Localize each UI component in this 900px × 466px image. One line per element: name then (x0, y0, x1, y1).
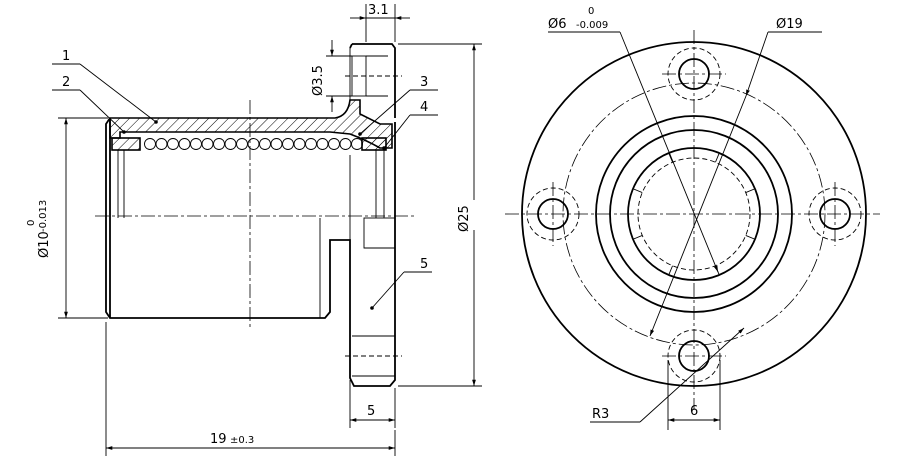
side-section-view: 1 2 3 4 5 3.1 Ø3.5 (26, 3, 482, 456)
dim-bore-dia (58, 117, 108, 319)
shaft-hidden-circle (637, 157, 751, 271)
flange-outer-circle (521, 41, 867, 387)
ball (328, 138, 340, 150)
dim-bore-dia-text: Ø10 0 -0.013 (26, 200, 52, 258)
dim-bore-tol-lower: -0.013 (38, 200, 49, 232)
dim-flange-thk-label: 5 (367, 404, 375, 419)
dim-pcd-label: Ø19 (776, 17, 803, 32)
ball (351, 138, 363, 150)
retainer-tick (745, 188, 756, 193)
front-view: Ø6 0 -0.009 Ø19 R3 6 (505, 6, 880, 430)
seal-left-hatch (111, 137, 141, 151)
ball (155, 138, 168, 150)
ball (270, 138, 283, 150)
retainer-ticks (632, 152, 756, 276)
dim-radius-leader (590, 327, 745, 423)
part-label-3: 3 (420, 75, 428, 90)
dim-pcd-leader (649, 31, 822, 337)
dim-length-main: 19 (210, 432, 227, 447)
pcd-circle (562, 82, 826, 346)
dim-shaft-main: Ø6 (548, 17, 567, 32)
dim-slot-width-label: 6 (690, 404, 698, 419)
part-label-5: 5 (420, 257, 428, 272)
part-label-2: 2 (62, 75, 70, 90)
part-label-1: 1 (62, 49, 70, 64)
ball (259, 138, 271, 150)
part-leaders (52, 63, 438, 310)
dim-flange-od (398, 43, 482, 387)
bore-circle (627, 147, 761, 281)
dim-hole-dia-label: Ø3.5 (311, 65, 326, 96)
ball (293, 138, 306, 150)
mount-holes (526, 47, 862, 383)
dim-bore-tol-upper: 0 (26, 220, 37, 226)
ball (236, 138, 248, 150)
retainer-tick (632, 188, 643, 193)
shell-hatch (109, 99, 393, 149)
body-outline (105, 117, 396, 387)
ball (190, 138, 202, 150)
ball (224, 138, 237, 150)
dim-shaft-leader (548, 31, 719, 273)
dim-shaft-tol-upper: 0 (588, 6, 594, 17)
part-label-4: 4 (420, 100, 428, 115)
flange-section (345, 43, 402, 377)
body-inner-circle (609, 129, 779, 299)
dim-slot-width (667, 360, 721, 430)
dim-bore-main: Ø10 (37, 231, 52, 258)
ball (282, 138, 294, 150)
ball (201, 138, 214, 150)
retainer-tick (668, 152, 673, 163)
dim-shaft-tol-lower: -0.009 (576, 20, 608, 31)
dim-flange-width (350, 4, 410, 42)
dim-flange-thk (349, 380, 396, 428)
ball (213, 138, 225, 150)
ball (305, 138, 317, 150)
retainer-tick (632, 235, 643, 240)
ball (316, 138, 329, 150)
dim-flange-width-label: 3.1 (368, 3, 389, 18)
retainer-tick (715, 152, 720, 163)
dim-length-tol: ±0.3 (230, 435, 254, 446)
dim-overall-length (105, 322, 396, 456)
ball (167, 138, 179, 150)
ball (178, 138, 191, 150)
ball-row (144, 138, 363, 150)
seal-right-hatch (361, 137, 387, 151)
body-outer-circle (595, 115, 793, 313)
retainer-tick (668, 265, 673, 276)
dim-hole-dia (326, 40, 352, 112)
dim-flange-od-label: Ø25 (457, 205, 472, 232)
retainer-tick (745, 235, 756, 240)
ball (339, 138, 352, 150)
dim-radius-label: R3 (592, 407, 609, 422)
ball (144, 138, 156, 150)
ball (247, 138, 260, 150)
